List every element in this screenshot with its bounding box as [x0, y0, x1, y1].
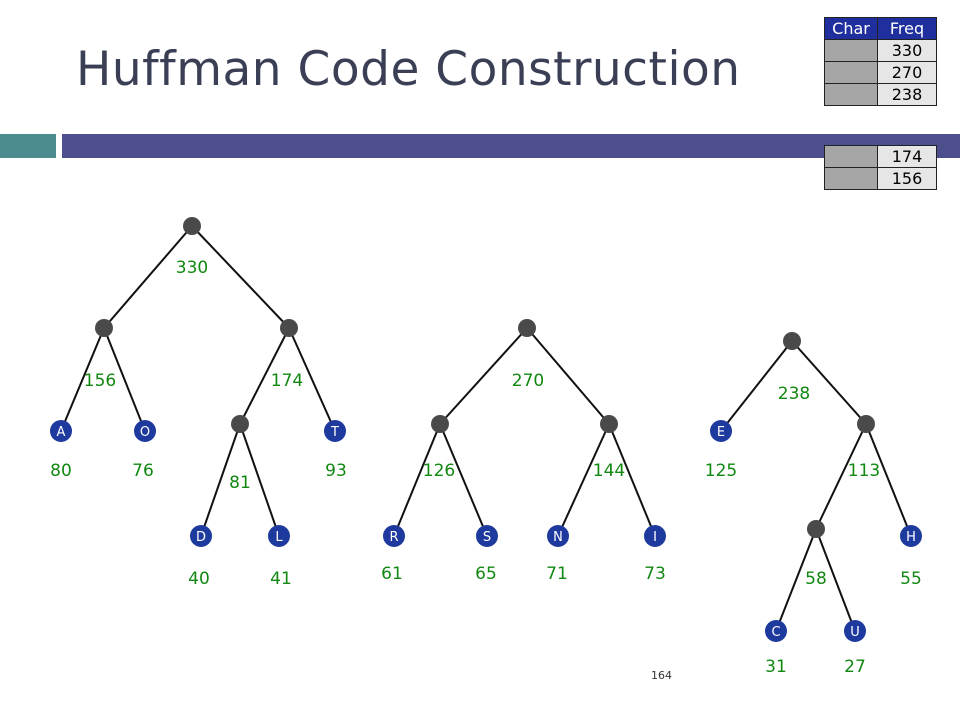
node-weight-label: 31	[765, 657, 787, 677]
slide-title: Huffman Code Construction	[76, 42, 741, 97]
internal-node	[280, 319, 298, 337]
leaf-node	[765, 620, 787, 642]
frequency-table-secondary: 174 156	[824, 145, 937, 190]
tree-edge	[103, 327, 146, 432]
char-cell	[824, 61, 878, 84]
node-weight-label: 238	[778, 384, 810, 404]
leaf-letter: E	[717, 425, 725, 440]
leaf-letter: D	[196, 530, 206, 545]
leaf-letter: O	[140, 425, 150, 440]
tree-edge	[720, 340, 793, 432]
tree-edge	[60, 327, 105, 432]
page-number: 164	[651, 669, 672, 682]
node-weight-label: 73	[644, 564, 666, 584]
tree-edge	[200, 423, 241, 537]
leaf-node	[644, 525, 666, 547]
internal-node	[183, 217, 201, 235]
leaf-letter: H	[906, 530, 916, 545]
internal-node	[518, 319, 536, 337]
leaf-node	[900, 525, 922, 547]
node-weight-label: 330	[176, 258, 208, 278]
node-weight-label: 270	[512, 371, 544, 391]
tree-edge	[865, 423, 912, 537]
leaf-node	[50, 420, 72, 442]
node-weight-label: 65	[475, 564, 497, 584]
node-weight-label: 40	[188, 569, 210, 589]
header-accent-bar	[0, 134, 56, 158]
table-row: 238	[824, 83, 937, 106]
internal-node	[807, 520, 825, 538]
tree-edge	[526, 327, 610, 425]
internal-node	[783, 332, 801, 350]
leaf-letter: N	[553, 530, 563, 545]
leaf-node	[324, 420, 346, 442]
tree-edge	[439, 327, 528, 425]
leaf-letter: C	[771, 625, 780, 640]
tree-edge	[103, 225, 193, 329]
leaf-node	[383, 525, 405, 547]
internal-node	[431, 415, 449, 433]
freq-cell: 238	[877, 83, 937, 106]
leaf-node	[844, 620, 866, 642]
char-cell	[824, 83, 878, 106]
tree-edge	[815, 528, 856, 632]
leaf-letter: S	[483, 530, 491, 545]
node-weight-label: 41	[270, 569, 292, 589]
tree-edge	[239, 327, 290, 425]
node-weight-label: 156	[84, 371, 116, 391]
node-weight-label: 93	[325, 461, 347, 481]
node-weight-label: 76	[132, 461, 154, 481]
char-cell	[824, 167, 878, 190]
leaf-letter: I	[653, 530, 657, 545]
tree-edge	[608, 423, 656, 537]
internal-node	[857, 415, 875, 433]
table-row: 174	[824, 145, 937, 168]
leaf-node	[268, 525, 290, 547]
leaf-node	[476, 525, 498, 547]
node-weight-label: 55	[900, 569, 922, 589]
freq-header: Freq	[877, 17, 937, 40]
leaf-letter: R	[389, 530, 398, 545]
char-cell	[824, 145, 878, 168]
leaf-letter: U	[850, 625, 860, 640]
leaf-letter: A	[57, 425, 66, 440]
node-weight-label: 126	[423, 461, 455, 481]
node-weight-label: 61	[381, 564, 403, 584]
node-weight-label: 113	[848, 461, 880, 481]
table-row: 156	[824, 167, 937, 190]
leaf-letter: T	[330, 425, 339, 440]
leaf-node	[190, 525, 212, 547]
node-weight-label: 174	[271, 371, 303, 391]
internal-node	[600, 415, 618, 433]
tree-edge	[239, 423, 280, 537]
internal-node	[95, 319, 113, 337]
leaf-node	[134, 420, 156, 442]
node-weight-label: 81	[229, 473, 251, 493]
leaf-letter: L	[275, 530, 283, 545]
node-weight-label: 125	[705, 461, 737, 481]
node-weight-label: 27	[844, 657, 866, 677]
freq-cell: 270	[877, 61, 937, 84]
node-weight-label: 144	[593, 461, 625, 481]
internal-node	[231, 415, 249, 433]
tree-edge	[815, 423, 867, 530]
tree-edge	[288, 327, 336, 432]
header-bar	[62, 134, 960, 158]
tree-edge	[393, 423, 441, 537]
frequency-table: Char Freq 330 270 238	[824, 17, 937, 106]
leaf-node	[547, 525, 569, 547]
table-row: 270	[824, 61, 937, 84]
leaf-node	[710, 420, 732, 442]
tree-edge	[191, 225, 290, 329]
node-weight-label: 58	[805, 569, 827, 589]
tree-edge	[557, 423, 610, 537]
tree-edge	[775, 528, 817, 632]
node-weight-label: 71	[546, 564, 568, 584]
node-weight-label: 80	[50, 461, 72, 481]
freq-cell: 174	[877, 145, 937, 168]
tree-edge	[439, 423, 488, 537]
tree-edge	[791, 340, 867, 425]
freq-cell: 156	[877, 167, 937, 190]
